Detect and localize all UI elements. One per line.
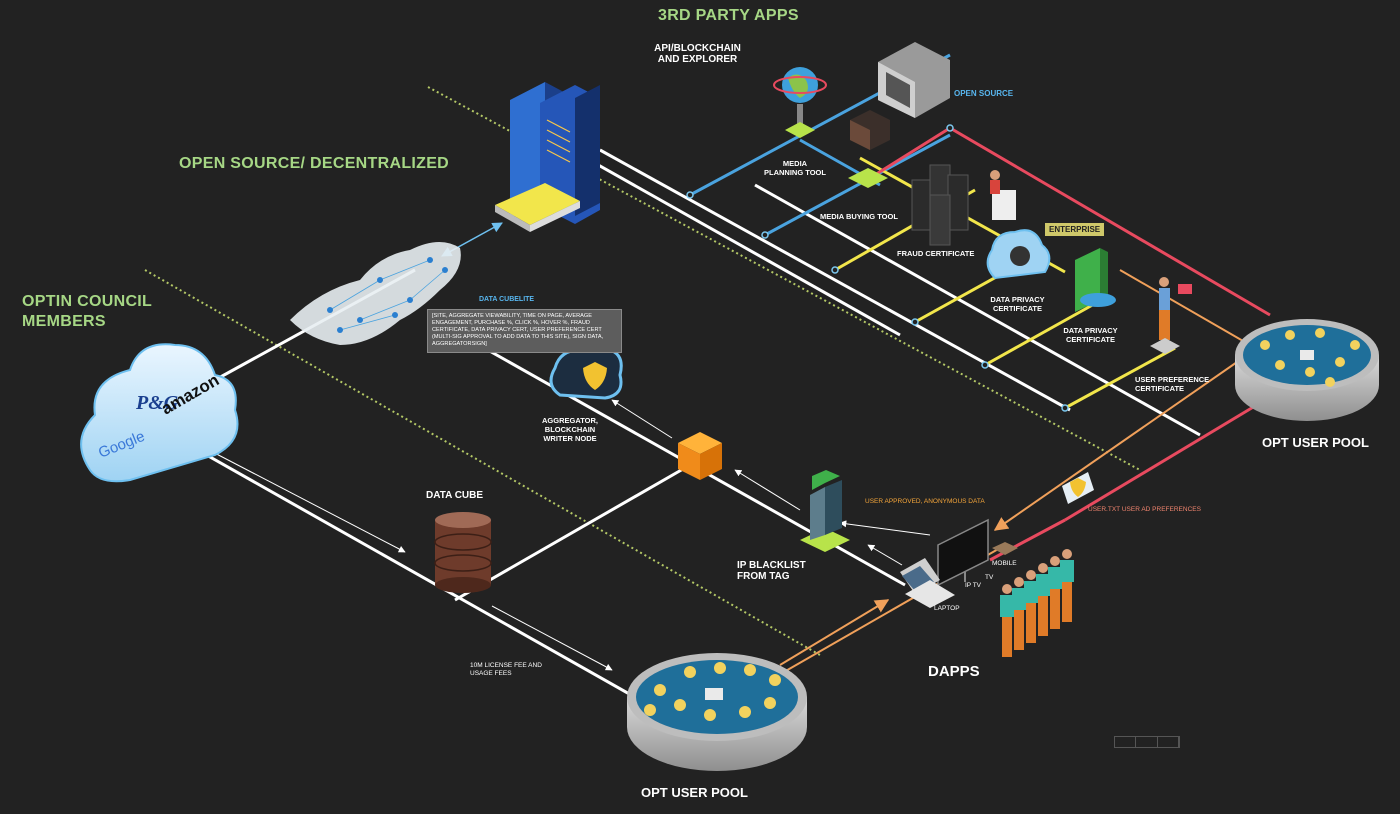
user-preference-label-line2: CERTIFICATE [1135,384,1185,393]
user-preference-person-icon [1150,277,1192,354]
red-connection-lines [869,126,1271,562]
data-cube-database-icon [434,512,492,593]
data-privacy-certificate-icon [1075,248,1116,312]
laptop-icon [900,558,955,608]
user-txt-shield-icon [1062,472,1094,504]
data-privacy-cert-2-line1: DATA PRIVACY [1063,326,1118,335]
aggregator-label-line1: AGGREGATOR, [542,416,598,425]
ip-blacklist-label-line1: IP BLACKLIST [737,560,806,571]
user-preference-label-line1: USER PREFERENCE [1135,375,1210,384]
server-rack-icon [495,82,600,232]
dapps-label: DAPPS [928,663,980,680]
third-party-apps-heading: 3RD PARTY APPS [658,7,799,24]
laptop-label: LAPTOP [934,605,960,612]
api-blockchain-label-line2: AND EXPLORER [657,54,738,65]
opt-user-pool-right-label: OPT USER POOL [1262,435,1369,450]
aggregator-cloud-icon [549,342,623,400]
data-privacy-cert-1-line2: CERTIFICATE [992,304,1043,313]
opt-user-pool-bottom-icon [627,653,807,771]
council-members-cloud [80,343,239,483]
blockchain-explorer-globe-icon [773,67,827,138]
user-txt-label: USER.TXT USER AD PREFERENCES [1088,506,1201,513]
license-fee-label-line1: 10M LICENSE FEE AND [470,662,542,669]
ip-tv-label: IP TV [965,582,982,589]
media-planning-label-line1: MEDIA [782,159,808,168]
license-fee-label-line2: USAGE FEES [470,670,512,677]
tv-label: TV [985,574,994,581]
orange-cube-icon [678,432,722,480]
worker-at-desk-icon [990,170,1016,220]
scale-bar [1114,736,1180,748]
ip-tv-icon [937,518,989,587]
junction-dots [686,124,1069,412]
aggregator-label-line2: BLOCKCHAIN [544,425,596,434]
ip-blacklist-building-icon [800,470,850,552]
opt-user-pool-bottom-label: OPT USER POOL [641,785,748,800]
opt-user-pool-right-icon [1235,319,1379,421]
data-cubelite-label: DATA CUBELITE [479,296,535,303]
user-approved-label: USER APPROVED, ANONYMOUS DATA [865,498,985,505]
mobile-label: MOBILE [992,560,1017,567]
mobile-icon [992,542,1018,555]
open-source-decentralized-heading: OPEN SOURCE/ DECENTRALIZED [179,155,450,172]
media-buying-label: MEDIA BUYING TOOL [820,212,898,221]
fraud-certificate-servers-icon [911,164,969,246]
ip-blacklist-label-line2: FROM TAG [737,571,790,582]
open-source-label: OPEN SOURCE [954,89,1014,98]
data-cube-label: DATA CUBE [426,490,484,501]
media-tools-icons [848,110,890,188]
open-source-safe-icon [878,42,950,118]
optin-council-heading-line2: MEMBERS [22,313,106,330]
data-cubelite-info-box: [SITE, AGGREGATE VIEWABILITY, TIME ON PA… [427,309,622,353]
world-map-icon [290,241,461,345]
data-privacy-cloud-icon [986,229,1051,280]
data-privacy-cert-1-line1: DATA PRIVACY [990,295,1045,304]
dapps-users-group-icon [1000,549,1074,657]
fraud-certificate-label: FRAUD CERTIFICATE [897,249,975,258]
enterprise-badge: ENTERPRISE [1045,223,1105,236]
api-blockchain-label-line1: API/BLOCKCHAIN [654,43,741,54]
pg-logo: P&G [136,392,179,414]
media-planning-label-line2: PLANNING TOOL [764,168,826,177]
data-privacy-cert-2-line2: CERTIFICATE [1065,335,1116,344]
aggregator-label-line3: WRITER NODE [543,434,597,443]
optin-council-heading-line1: OPTIN COUNCIL [22,293,153,310]
